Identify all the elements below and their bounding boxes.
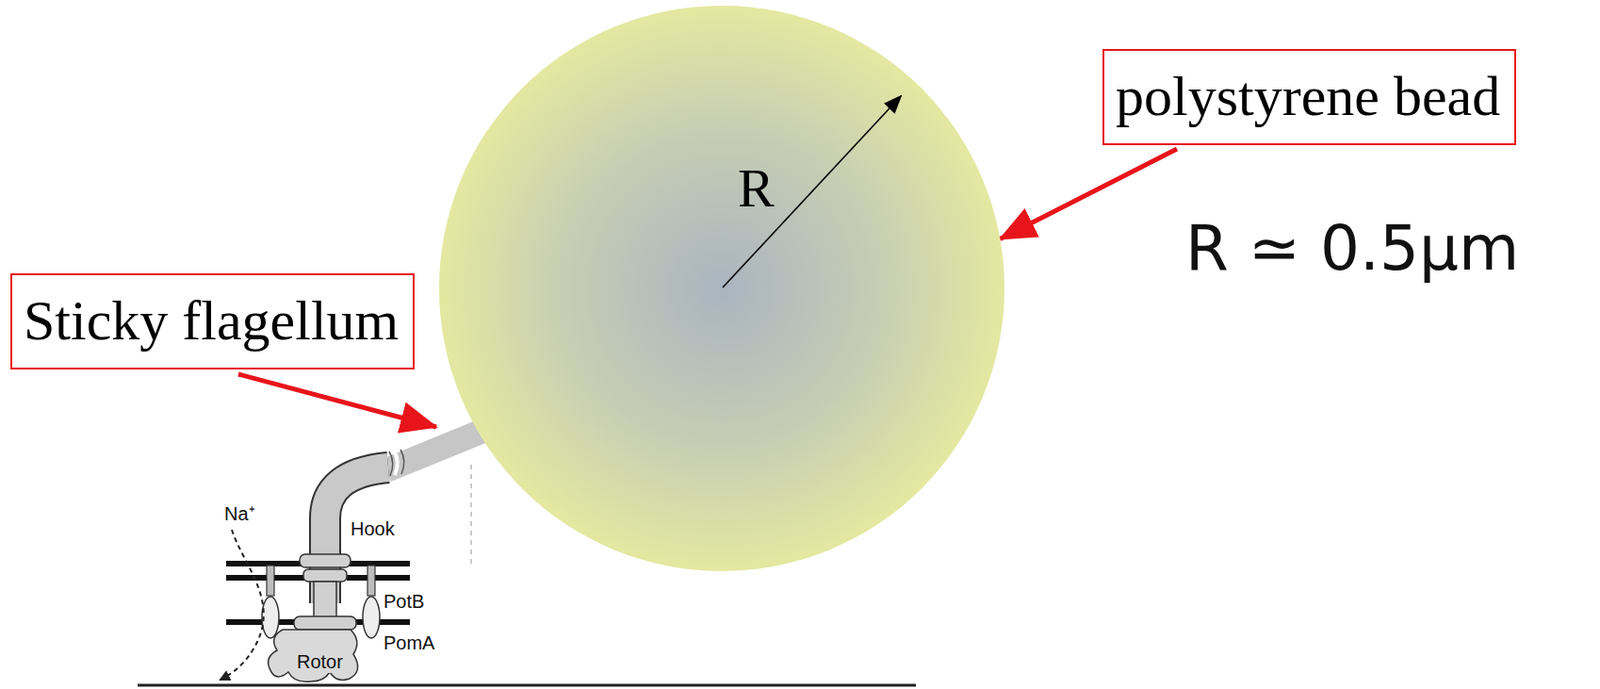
break-mark <box>400 449 405 474</box>
part-label: PotB <box>383 590 425 613</box>
potb-stator <box>367 565 376 596</box>
part-label: PomA <box>383 632 435 654</box>
potb-stator <box>266 565 275 596</box>
guide-line <box>470 464 473 566</box>
callout-text: Sticky flagellum <box>23 286 402 355</box>
break-mark <box>393 450 398 475</box>
membrane <box>226 560 305 567</box>
membrane <box>346 574 410 581</box>
l-ring <box>299 554 351 568</box>
pointer-arrow <box>999 148 1177 240</box>
callout-box: polystyrene bead <box>1102 48 1517 146</box>
bead-circle: R <box>438 4 1006 572</box>
callout-box: Sticky flagellum <box>10 273 415 370</box>
break-mark <box>389 451 393 476</box>
ion-path <box>220 529 264 680</box>
rotor-shape <box>268 629 359 682</box>
ms-ring <box>293 616 357 630</box>
dimension-label: R ≃ 0.5μm <box>1185 212 1519 285</box>
p-ring <box>303 569 347 582</box>
rod <box>313 581 337 621</box>
bead-circle <box>439 5 1005 572</box>
radius-arrow <box>722 96 901 288</box>
poma-stator <box>362 596 380 638</box>
radius-label: R <box>737 155 775 222</box>
part-label: Rotor <box>294 651 345 673</box>
part-label: Hook <box>350 518 395 540</box>
bead-shape <box>438 4 1006 572</box>
surface-line <box>137 684 916 687</box>
callout-text: polystyrene bead <box>1115 62 1503 131</box>
membrane <box>346 560 410 567</box>
leader-arrow <box>238 374 437 427</box>
membrane <box>226 574 305 581</box>
part-label: Na⁺ <box>224 503 256 525</box>
